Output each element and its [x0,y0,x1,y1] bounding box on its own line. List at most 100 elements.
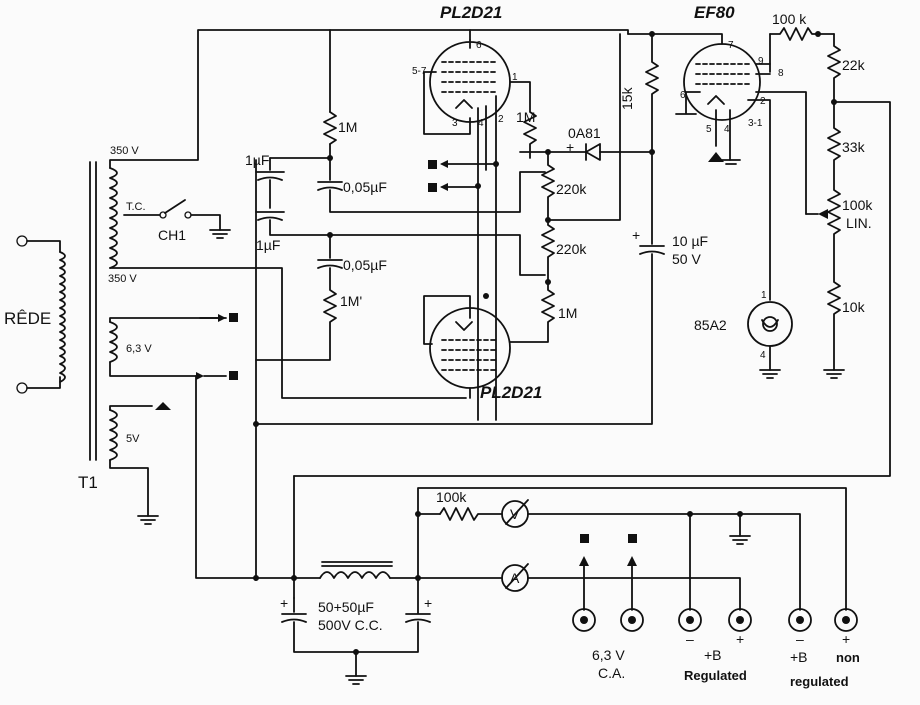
tube-85a2: 85A2 1 4 [694,290,793,379]
pin-label: 8 [778,68,784,79]
mains-label: RÊDE [4,309,51,328]
non-b-label: +B [790,649,808,665]
terminal-reg-plus[interactable] [728,608,752,632]
out-fil-b-label: C.A. [598,665,625,681]
diode-label: 0A81 [568,125,601,141]
c-filter-b-label: 500V C.C. [318,617,383,633]
mains-terminal-top [16,235,28,247]
filament-connectors [428,160,497,192]
tube-top-label: PL2D21 [440,3,502,22]
filament-marker-square-icon [229,313,238,322]
pin-label: 3 [452,118,458,129]
c-10uf-plus: + [632,227,640,243]
non-label: regulated [790,674,849,689]
center-tap-label: T.C. [126,201,146,213]
pin-label: 5 [706,124,712,135]
regulator-label: 85A2 [694,317,727,333]
power-supply: V A 100k 50+50µF 500V C.C. + + [195,375,847,685]
r-33k-label: 33k [842,139,866,155]
filament-marker-square-icon [428,183,437,192]
primary-winding [59,251,66,383]
filament-winding-63 [109,321,118,363]
reg-plus-label: + [736,631,744,647]
r-10k-label: 10k [842,299,866,315]
reg-label: Regulated [684,668,747,683]
diode-symbol [585,143,601,161]
pin-label: 6 [476,40,482,51]
r-1m-b-label: 1M [516,109,535,125]
ground-icon [759,369,781,379]
mains-terminal-bottom [16,382,28,394]
terminal-non-minus[interactable] [788,608,812,632]
pot-wiper-arrow-icon [818,209,828,219]
tube-ef80-label: EF80 [694,3,735,22]
out-fil-a-label: 6,3 V [592,647,625,663]
pin-label: 3-1 [748,118,763,129]
r-1m-c-label: 1M' [340,293,362,309]
transformer-t1: RÊDE T1 350 V 350 V T.C. CH1 6,3 V 5V [4,29,629,525]
ground-icon [345,675,367,685]
non-a-label: non [836,650,860,665]
terminal-63v-a[interactable] [572,608,596,632]
ground-icon [721,159,741,165]
r-100k-lin-label: 100k [842,197,873,213]
c-10uf-a-label: 10 µF [672,233,708,249]
pin-label: 2 [760,96,766,107]
ch1-contact-a [159,211,167,219]
non-plus-label: + [842,631,850,647]
tube-envelope [429,307,511,389]
terminal-reg-minus[interactable] [678,608,702,632]
ground-icon [729,535,751,545]
r-100k-lin-b-label: LIN. [846,215,872,231]
ch1-switch-lever[interactable] [164,199,186,214]
pin-label: 1 [761,290,767,301]
r-220k-a-label: 220k [556,181,587,197]
switch-label: CH1 [158,227,186,243]
filament-5v-label: 5V [126,433,140,445]
r-220k-b-label: 220k [556,241,587,257]
c-10uf-b-label: 50 V [672,251,701,267]
ground-icon [209,229,231,239]
resistor-1m-a [323,111,337,145]
pin-label: 4 [760,350,766,361]
pin-label: 4 [724,124,730,135]
diode-plus: + [566,139,574,155]
c-filter-plus-b: + [424,595,432,611]
pin-label: 7 [728,40,734,51]
filament-marker-square-icon [580,534,589,543]
tube-envelope [747,301,793,347]
arrow-icon [218,314,226,322]
filament-marker-square-icon [428,160,437,169]
reg-b-label: +B [704,647,722,663]
choke-coil [319,571,391,579]
c-1uf-a-label: 1µF [245,152,269,168]
reg-minus-label: – [686,631,694,647]
filament-marker-square-icon [628,534,637,543]
pin-label: 9 [758,56,764,67]
c-005-b-label: 0,05µF [343,257,387,273]
c-filter-plus-a: + [280,595,288,611]
terminal-non-plus[interactable] [834,608,858,632]
plate-divider: 220k 220k 1M [509,33,621,343]
diode-0a81: 0A81 + [519,125,653,161]
transformer-label: T1 [78,473,98,492]
output-terminals: 6,3 V C.A. – + +B Regulated – + +B non r… [572,534,860,689]
reference-divider: 100 k 22k 33k 100k LIN. 10k [293,11,891,477]
filament-marker-square-icon [229,371,238,380]
r-100k-top-label: 100 k [772,11,807,27]
arrow-icon [196,372,204,380]
regulator-anode [762,316,778,332]
terminal-63v-b[interactable] [620,608,644,632]
pin-label: 2 [498,114,504,125]
filament-marker-triangle-icon [708,152,724,162]
r-15k-label: 15k [619,86,635,110]
filament-63-label: 6,3 V [126,343,152,355]
c-005-a-label: 0,05µF [343,179,387,195]
tube-pl2d21-top: PL2D21 6 5-7 1 3 4 2 1M [412,3,537,421]
tube-envelope [683,43,761,121]
hv-top-label: 350 V [110,145,139,157]
pin-label: 4 [478,118,484,129]
c-filter-a-label: 50+50µF [318,599,374,615]
non-minus-label: – [796,631,804,647]
